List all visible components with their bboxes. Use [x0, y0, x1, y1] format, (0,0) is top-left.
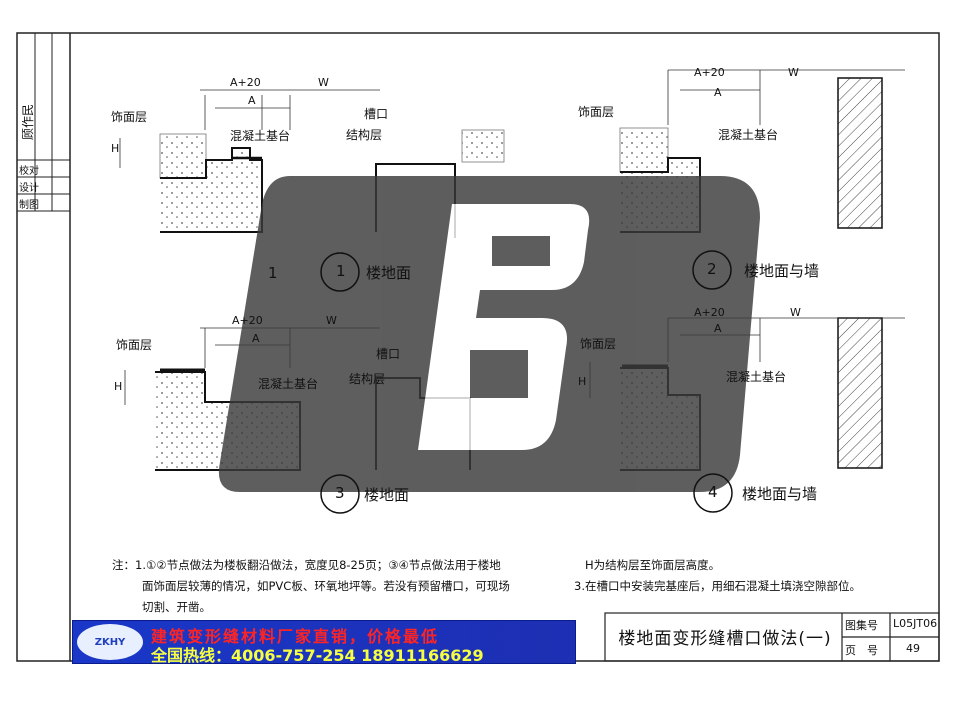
note-line-3: 切割、开凿。	[142, 600, 211, 614]
structure-top: 结构层	[346, 128, 383, 142]
d2-finish: 饰面层	[578, 105, 615, 119]
structure-bottom: 结构层	[349, 372, 386, 386]
d3-a20: A+20	[232, 314, 263, 327]
detail-2-circle	[692, 250, 732, 290]
banner-line-2: 全国热线：4006-757-254 18911166629	[151, 646, 484, 665]
signature: 顾作民	[21, 103, 35, 140]
d2-w: W	[788, 66, 799, 79]
d1-number: 1	[268, 264, 278, 282]
side-row-3: 制图	[19, 200, 39, 211]
d2-a: A	[714, 86, 722, 99]
title-block	[604, 612, 940, 662]
d4-base: 混凝土基台	[726, 370, 787, 384]
groove-bottom: 槽口	[376, 347, 401, 361]
d2-a20: A+20	[694, 66, 725, 79]
d4-w: W	[790, 306, 801, 319]
note-line-1: 注：1.①②节点做法为楼板翻沿做法，宽度见8-25页；③④节点做法用于楼地	[112, 558, 501, 572]
note-line-5: 3.在槽口中安装完基座后，用细石混凝土填浇空隙部位。	[574, 579, 861, 593]
d2-number: 2	[707, 260, 717, 278]
d3-a: A	[252, 332, 260, 345]
d3-h: H	[114, 380, 123, 393]
groove-top: 槽口	[364, 107, 389, 121]
d4-h: H	[578, 375, 587, 388]
d3-finish: 饰面层	[116, 338, 153, 352]
d3-base: 混凝土基台	[258, 377, 319, 391]
ad-banner[interactable]: ZKHY 建筑变形缝材料厂家直销，价格最低 全国热线：4006-757-254 …	[72, 620, 576, 665]
note-line-2: 面饰面层较薄的情况，如PVC板、环氧地坪等。若没有预留槽口，可现场	[142, 579, 510, 593]
d1-a20: A+20	[230, 76, 261, 89]
d1-a: A	[248, 94, 256, 107]
side-row-1: 校对	[19, 166, 39, 177]
side-row-2: 设计	[19, 183, 39, 194]
detail-1-circle	[320, 252, 360, 292]
d1-caption: 楼地面	[366, 264, 412, 282]
page-number: 49	[906, 642, 920, 655]
detail-3-circle	[320, 474, 360, 514]
note-line-4: H为结构层至饰面层高度。	[585, 558, 721, 572]
d3-number: 3	[335, 484, 345, 502]
d4-caption: 楼地面与墙	[742, 485, 818, 503]
detail-4-circle	[693, 473, 733, 513]
d2-caption: 楼地面与墙	[744, 262, 820, 280]
banner-line-1: 建筑变形缝材料厂家直销，价格最低	[151, 627, 440, 646]
detail-1-drawing	[119, 89, 380, 233]
d4-a: A	[714, 322, 722, 335]
d3-w: W	[326, 314, 337, 327]
d1-num-in-circle: 1	[336, 262, 346, 280]
banner-logo: ZKHY	[77, 624, 143, 660]
d4-a20: A+20	[694, 306, 725, 319]
d4-finish: 饰面层	[580, 337, 617, 351]
drawing-title: 楼地面变形缝槽口做法(一)	[618, 628, 832, 649]
d3-caption: 楼地面	[364, 486, 410, 504]
atlas-number: L05JT06	[893, 617, 938, 630]
d4-number: 4	[708, 483, 718, 501]
d1-base: 混凝土基台	[230, 129, 291, 143]
d1-finish: 饰面层	[111, 110, 148, 124]
d1-w: W	[318, 76, 329, 89]
watermark-logo	[218, 176, 760, 492]
atlas-label: 图集号	[845, 619, 878, 632]
side-table	[17, 33, 70, 212]
page-label: 页 号	[845, 644, 878, 657]
d2-base: 混凝土基台	[718, 128, 779, 142]
d1-h: H	[111, 142, 120, 155]
